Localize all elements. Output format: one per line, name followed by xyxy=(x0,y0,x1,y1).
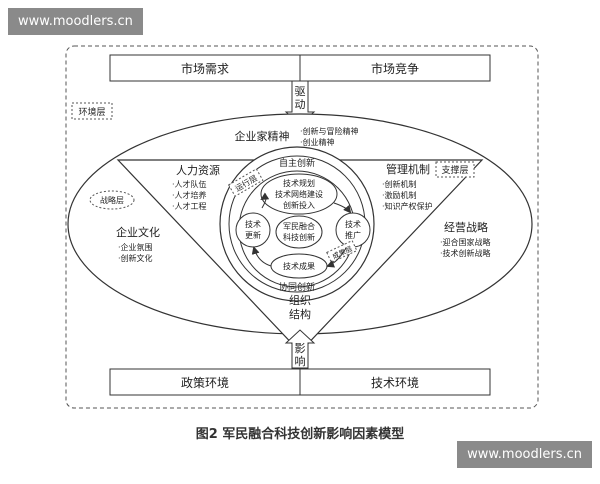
mgmt-item-2: ·激励机制 xyxy=(382,190,417,200)
cycle-arrow-planning-to-promotion xyxy=(333,202,352,214)
culture-item-2: ·创新文化 xyxy=(118,253,153,263)
strategy-layer-tag xyxy=(89,190,135,210)
mgmt-item-1: ·创新机制 xyxy=(382,179,417,189)
market-competition-label: 市场竞争 xyxy=(371,61,419,76)
tech-planning-line-2: 技术网络建设 xyxy=(275,189,323,199)
tech-results-label: 技术成果 xyxy=(283,261,315,271)
cycle-arrow-planning-to-update xyxy=(260,192,270,209)
tech-planning-line-1: 技术规划 xyxy=(283,178,315,188)
org-line-2: 结构 xyxy=(289,307,311,321)
tech-promotion-line-2: 推广 xyxy=(345,230,361,240)
tech-promotion-line-1: 技术 xyxy=(345,219,361,229)
tech-update-line-2: 更新 xyxy=(245,230,261,240)
strategy-layer-label: 战略层 xyxy=(100,195,124,205)
culture-title: 企业文化 xyxy=(116,225,160,239)
center-line-1: 军民融合 xyxy=(283,221,315,231)
hr-item-2: ·人才培养 xyxy=(172,190,207,200)
center-node xyxy=(275,215,323,249)
tech-environment-label: 技术环境 xyxy=(371,375,419,390)
entrepreneur-title: 企业家精神 xyxy=(235,129,290,143)
tech-planning-line-3: 创新投入 xyxy=(283,200,315,210)
business-strategy-title: 经营战略 xyxy=(444,220,488,234)
environment-layer-label: 环境层 xyxy=(78,106,105,118)
environment-frame xyxy=(65,45,539,409)
co-innovation-label: 协同创新 xyxy=(279,281,315,293)
market-competition-box xyxy=(299,54,491,82)
entrepreneur-item-2: ·创业精神 xyxy=(300,137,335,147)
market-demand-box xyxy=(109,54,301,82)
cycle-arrow-promotion-to-results xyxy=(326,247,347,268)
hr-item-1: ·人才队伍 xyxy=(172,179,207,189)
org-line-1: 组织 xyxy=(289,293,311,307)
support-layer-tag xyxy=(435,161,475,178)
figure-caption: 图2 军民融合科技创新影响因素模型 xyxy=(195,427,405,442)
drive-text-2: 动 xyxy=(295,98,306,111)
hr-item-3: ·人才工程 xyxy=(172,201,207,211)
environment-layer-tag xyxy=(71,102,113,120)
cycle-arrow-results-to-update xyxy=(251,246,272,267)
policy-environment-label: 政策环境 xyxy=(181,375,229,390)
tech-update-node xyxy=(235,212,271,248)
center-line-2: 科技创新 xyxy=(283,232,315,242)
business-strategy-item-1: ·迎合国家战略 xyxy=(440,237,491,247)
entrepreneur-item-1: ·创新与冒险精神 xyxy=(300,126,359,136)
mgmt-title: 管理机制 xyxy=(386,162,430,176)
influence-arrow xyxy=(284,329,316,369)
influence-text-1: 影 xyxy=(295,342,306,355)
business-strategy-item-2: ·技术创新战略 xyxy=(440,248,491,258)
watermark-bottom: www.moodlers.cn xyxy=(457,441,592,468)
market-demand-label: 市场需求 xyxy=(181,61,229,76)
watermark-top: www.moodlers.cn xyxy=(8,8,143,35)
tech-update-line-1: 技术 xyxy=(245,219,261,229)
mgmt-item-3: ·知识产权保护 xyxy=(382,201,433,211)
tech-environment-box xyxy=(299,368,491,396)
policy-environment-box xyxy=(109,368,301,396)
support-layer-label: 支撑层 xyxy=(441,164,468,176)
drive-text-1: 驱 xyxy=(295,85,306,98)
influence-text-2: 响 xyxy=(295,355,306,368)
culture-item-1: ·企业氛围 xyxy=(118,242,153,252)
hr-title: 人力资源 xyxy=(176,163,220,177)
self-innovation-label: 自主创新 xyxy=(279,157,315,169)
